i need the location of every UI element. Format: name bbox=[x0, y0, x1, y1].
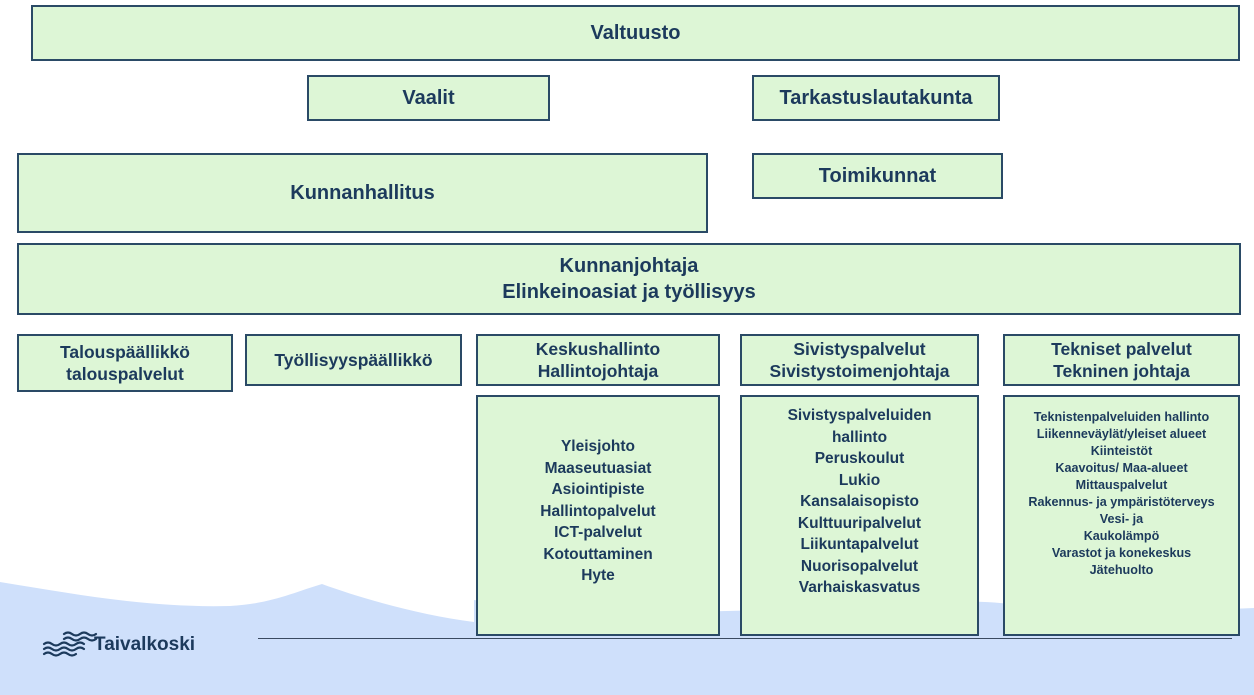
central-admin-services-box: Yleisjohto Maaseutuasiat Asiointipiste H… bbox=[476, 395, 720, 636]
central-admin-box: Keskushallinto Hallintojohtaja bbox=[476, 334, 720, 386]
divider-line bbox=[258, 638, 1232, 639]
logo-text: Taivalkoski bbox=[94, 634, 196, 655]
service-item: Liikuntapalvelut bbox=[800, 536, 919, 553]
service-item: Yleisjohto bbox=[560, 438, 636, 456]
service-item: Liikenneväylät/yleiset alueet bbox=[1036, 427, 1207, 441]
central-admin-subtitle: Hallintojohtaja bbox=[537, 361, 659, 381]
audit-committee-box: Tarkastuslautakunta bbox=[752, 75, 1000, 121]
service-item: Mittauspalvelut bbox=[1075, 478, 1168, 492]
technical-title: Tekniset palvelut bbox=[1051, 339, 1192, 359]
service-item: Varhaiskasvatus bbox=[798, 579, 921, 596]
service-item: Kotouttaminen bbox=[543, 545, 653, 563]
service-item: Rakennus- ja ympäristöterveys bbox=[1028, 495, 1215, 509]
employment-box: Työllisyyspäällikkö bbox=[245, 334, 462, 386]
service-item: Maaseutuasiat bbox=[544, 459, 652, 477]
service-item: Hallintopalvelut bbox=[540, 502, 656, 520]
education-subtitle: Sivistystoimenjohtaja bbox=[769, 361, 950, 381]
technical-box: Tekniset palvelut Tekninen johtaja bbox=[1003, 334, 1240, 386]
education-box: Sivistyspalvelut Sivistystoimenjohtaja bbox=[740, 334, 979, 386]
service-item: Vesi- ja bbox=[1099, 512, 1144, 526]
service-item: hallinto bbox=[831, 428, 888, 446]
service-item: Lukio bbox=[838, 471, 881, 489]
central-admin-title: Keskushallinto bbox=[535, 339, 661, 359]
elections-box: Vaalit bbox=[307, 75, 550, 121]
audit-committee-label: Tarkastuslautakunta bbox=[779, 87, 973, 109]
service-item: Kaavoitus/ Maa-alueet bbox=[1055, 461, 1188, 475]
service-item: Sivistyspalveluiden bbox=[787, 407, 932, 424]
service-item: Nuorisopalvelut bbox=[800, 557, 919, 575]
finance-box: Talouspäällikkö talouspalvelut bbox=[17, 334, 233, 392]
education-title: Sivistyspalvelut bbox=[793, 339, 926, 359]
committees-box: Toimikunnat bbox=[752, 153, 1003, 199]
service-item: Kansalaisopisto bbox=[800, 493, 919, 510]
service-item: Varastot ja konekeskus bbox=[1051, 546, 1192, 560]
service-item: Kaukolämpö bbox=[1083, 529, 1160, 543]
mayor-subtitle: Elinkeinoasiat ja työllisyys bbox=[502, 281, 756, 303]
municipal-board-box: Kunnanhallitus bbox=[17, 153, 708, 233]
service-item: Hyte bbox=[581, 567, 615, 585]
council-box: Valtuusto bbox=[31, 5, 1240, 61]
finance-subtitle: talouspalvelut bbox=[66, 364, 184, 384]
municipal-board-label: Kunnanhallitus bbox=[290, 182, 435, 204]
education-services-box: Sivistyspalveluiden hallinto Peruskoulut… bbox=[740, 395, 979, 636]
service-item: Asiointipiste bbox=[551, 481, 645, 499]
mayor-title: Kunnanjohtaja bbox=[559, 255, 699, 277]
taivalkoski-logo: Taivalkoski bbox=[42, 628, 195, 662]
finance-title: Talouspäällikkö bbox=[60, 342, 190, 362]
mayor-box: Kunnanjohtaja Elinkeinoasiat ja työllisy… bbox=[17, 243, 1241, 315]
service-item: Peruskoulut bbox=[814, 450, 905, 467]
elections-label: Vaalit bbox=[402, 87, 455, 109]
technical-subtitle: Tekninen johtaja bbox=[1053, 361, 1190, 381]
council-label: Valtuusto bbox=[590, 22, 681, 44]
service-item: Jätehuolto bbox=[1089, 563, 1154, 577]
service-item: Kulttuuripalvelut bbox=[797, 514, 922, 532]
technical-services-box: Teknistenpalveluiden hallinto Liikennevä… bbox=[1003, 395, 1240, 636]
service-item: Kiinteistöt bbox=[1090, 444, 1153, 458]
waves-icon bbox=[42, 631, 98, 657]
service-item: ICT-palvelut bbox=[554, 524, 642, 542]
employment-title: Työllisyyspäällikkö bbox=[274, 350, 433, 370]
committees-label: Toimikunnat bbox=[818, 165, 937, 187]
service-item: Teknistenpalveluiden hallinto bbox=[1033, 410, 1210, 424]
